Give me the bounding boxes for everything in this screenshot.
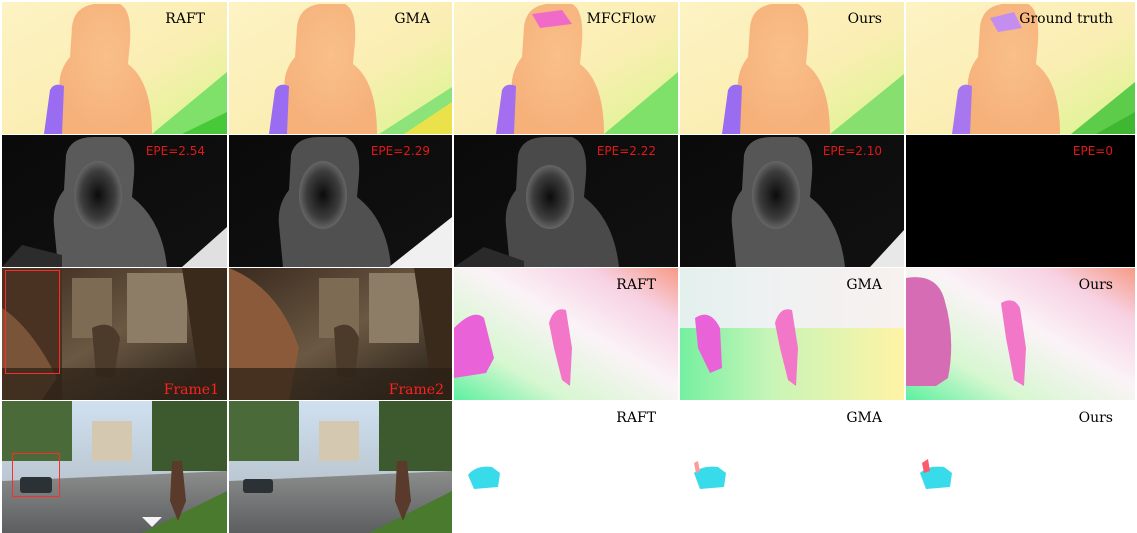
- row4-tile-ours: Ours: [906, 401, 1135, 533]
- row1-tile-ground-truth: Ground truth: [906, 2, 1135, 134]
- epe-value: EPE=2.54: [145, 144, 205, 158]
- row1-tile-raft: RAFT: [2, 2, 227, 134]
- row2-tile-ground-truth-error: EPE=0: [906, 135, 1135, 267]
- method-label: RAFT: [616, 277, 656, 293]
- street-photo-image: [2, 401, 227, 533]
- epe-value: EPE=2.29: [370, 144, 430, 158]
- epe-value: EPE=2.22: [596, 144, 656, 158]
- method-label: RAFT: [165, 11, 205, 27]
- row2-tile-gma-error: EPE=2.29: [229, 135, 452, 267]
- epe-value: EPE=0: [1072, 144, 1113, 158]
- row3-frame1-image: Frame1: [2, 268, 227, 400]
- flow-visualization-image: [906, 2, 1135, 134]
- flow-visualization-image: [680, 2, 904, 134]
- method-label: RAFT: [616, 410, 656, 426]
- row4-tile-gma: GMA: [680, 401, 904, 533]
- error-map-image: [454, 135, 678, 267]
- method-label: Ground truth: [1019, 11, 1113, 27]
- highlight-box: [12, 453, 60, 497]
- method-label: MFCFlow: [586, 11, 656, 27]
- row4-frame1-image: [2, 401, 227, 533]
- flow-visualization-image: [454, 2, 678, 134]
- street-photo-image: [229, 401, 452, 533]
- method-label: GMA: [846, 410, 882, 426]
- frame-label: Frame1: [163, 382, 219, 398]
- flow-visualization-image: [906, 401, 1135, 533]
- row1-tile-gma: GMA: [229, 2, 452, 134]
- scene-photo-image: [2, 268, 227, 400]
- row3-tile-raft: RAFT: [454, 268, 678, 400]
- highlight-box: [5, 270, 60, 374]
- flow-visualization-image: [454, 268, 678, 400]
- flow-visualization-image: [680, 268, 904, 400]
- error-map-image: [229, 135, 452, 267]
- row2-tile-mfcflow-error: EPE=2.22: [454, 135, 678, 267]
- row3-tile-ours: Ours: [906, 268, 1135, 400]
- row1-tile-mfcflow: MFCFlow: [454, 2, 678, 134]
- scene-photo-image: [229, 268, 452, 400]
- row4-tile-raft: RAFT: [454, 401, 678, 533]
- method-label: Ours: [1078, 277, 1113, 293]
- row3-frame2-image: Frame2: [229, 268, 452, 400]
- method-label: Ours: [1078, 410, 1113, 426]
- flow-visualization-image: [454, 401, 678, 533]
- row1-tile-ours: Ours: [680, 2, 904, 134]
- flow-visualization-image: [680, 401, 904, 533]
- error-map-image: [2, 135, 227, 267]
- error-map-image: [680, 135, 904, 267]
- method-label: GMA: [846, 277, 882, 293]
- row2-tile-ours-error: EPE=2.10: [680, 135, 904, 267]
- epe-value: EPE=2.10: [822, 144, 882, 158]
- flow-visualization-image: [229, 2, 452, 134]
- row3-tile-gma: GMA: [680, 268, 904, 400]
- row4-frame2-image: [229, 401, 452, 533]
- method-label: Ours: [847, 11, 882, 27]
- flow-visualization-image: [2, 2, 227, 134]
- flow-visualization-image: [906, 268, 1135, 400]
- frame-label: Frame2: [388, 382, 444, 398]
- method-label: GMA: [394, 11, 430, 27]
- row2-tile-raft-error: EPE=2.54: [2, 135, 227, 267]
